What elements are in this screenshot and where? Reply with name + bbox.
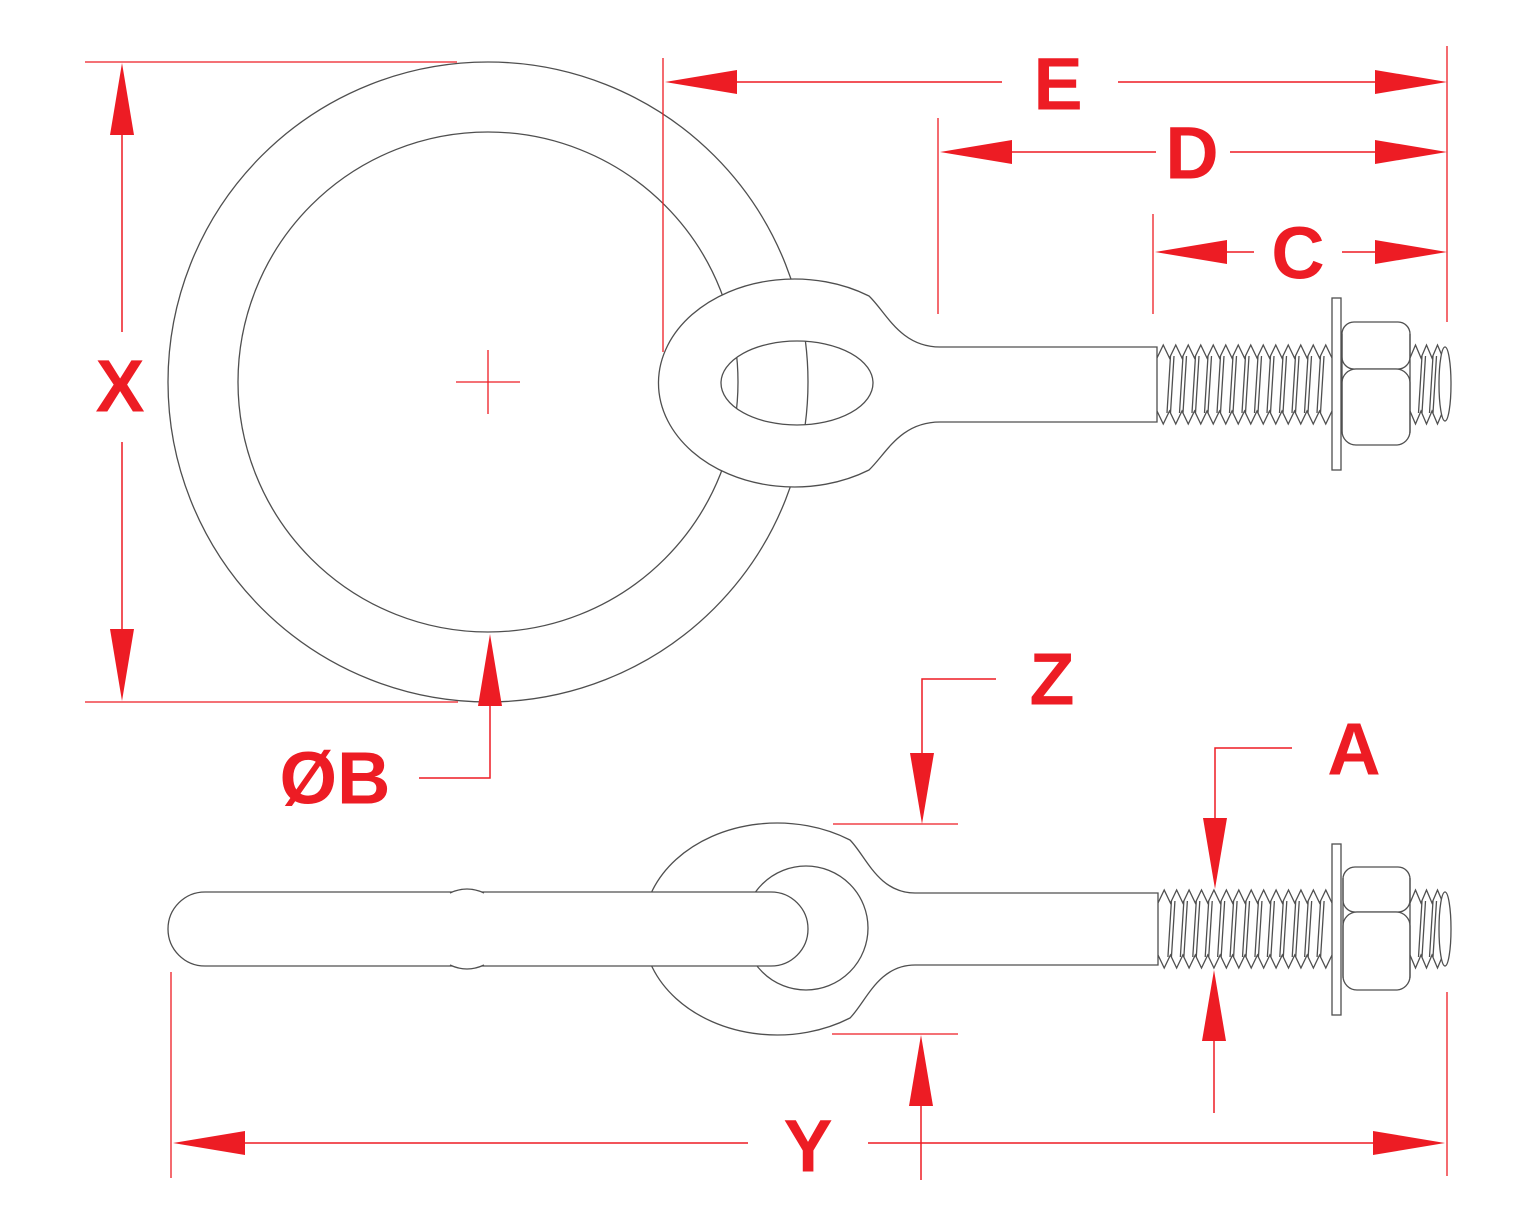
ring-through-eye: [721, 341, 809, 425]
dim-label-y: Y: [783, 1105, 832, 1188]
dim-label-a: A: [1327, 708, 1380, 791]
center-cross: [456, 350, 520, 414]
dim-z-reference-lines: [832, 823, 958, 1035]
top-view: [167, 61, 1452, 703]
dim-a-leader: [1214, 747, 1292, 818]
arrow-right-icon: [1375, 240, 1447, 264]
threads-side-view: [1157, 888, 1333, 970]
dim-z-leader: [921, 678, 996, 753]
hex-nut-side-view: [1342, 866, 1411, 991]
arrow-right-icon: [1373, 1131, 1445, 1155]
dim-x-extension-lines: [85, 61, 458, 703]
arrow-right-icon: [1375, 140, 1447, 164]
arrow-up-icon: [909, 1035, 933, 1106]
dimension-annotations: X ØB E D: [85, 43, 1448, 1188]
eye-hole-top: [720, 340, 874, 426]
eyebolt-body-top: [657, 278, 1158, 488]
arrow-down-icon: [1203, 818, 1227, 889]
dim-label-x: X: [95, 345, 144, 428]
bolt-tip-side-view: [1438, 891, 1452, 967]
dim-label-b: ØB: [280, 737, 391, 820]
dim-c: C: [1152, 212, 1447, 314]
dim-b: ØB: [280, 634, 502, 820]
dim-y-extension-lines: [170, 972, 1448, 1178]
arrow-down-icon: [910, 753, 934, 824]
arrow-left-icon: [665, 70, 737, 94]
threads-top-view: [1156, 343, 1333, 426]
arrow-down-icon: [110, 629, 134, 701]
threads-end-top-view: [1409, 343, 1444, 426]
dim-d: D: [937, 112, 1447, 314]
arrow-left-icon: [940, 140, 1012, 164]
washer-top-view: [1331, 297, 1342, 471]
arrow-up-icon: [478, 634, 502, 706]
dim-a: A: [1202, 708, 1381, 1113]
ring-weld-bump-top: [449, 888, 485, 894]
dim-b-leader: [419, 640, 491, 779]
dim-label-e: E: [1033, 43, 1082, 126]
arrow-right-icon: [1375, 70, 1447, 94]
dim-label-c: C: [1271, 212, 1324, 295]
dim-label-z: Z: [1029, 638, 1074, 721]
side-view: [167, 822, 1452, 1036]
washer-side-view: [1331, 843, 1342, 1016]
threads-end-side-view: [1409, 888, 1444, 970]
dim-e: E: [662, 43, 1447, 352]
hex-nut-top-view: [1341, 321, 1411, 446]
arrow-up-icon: [1202, 970, 1226, 1041]
dim-x: X: [85, 61, 458, 703]
dim-z: Z: [832, 638, 1075, 1180]
ring-weld-bump-bottom: [449, 964, 485, 970]
ring-bar-side: [167, 891, 809, 967]
arrow-up-icon: [110, 63, 134, 135]
arrow-left-icon: [173, 1131, 245, 1155]
dim-y: Y: [170, 972, 1448, 1188]
arrow-left-icon: [1155, 240, 1227, 264]
bolt-tip-top-view: [1438, 346, 1452, 422]
dim-label-d: D: [1165, 112, 1218, 195]
